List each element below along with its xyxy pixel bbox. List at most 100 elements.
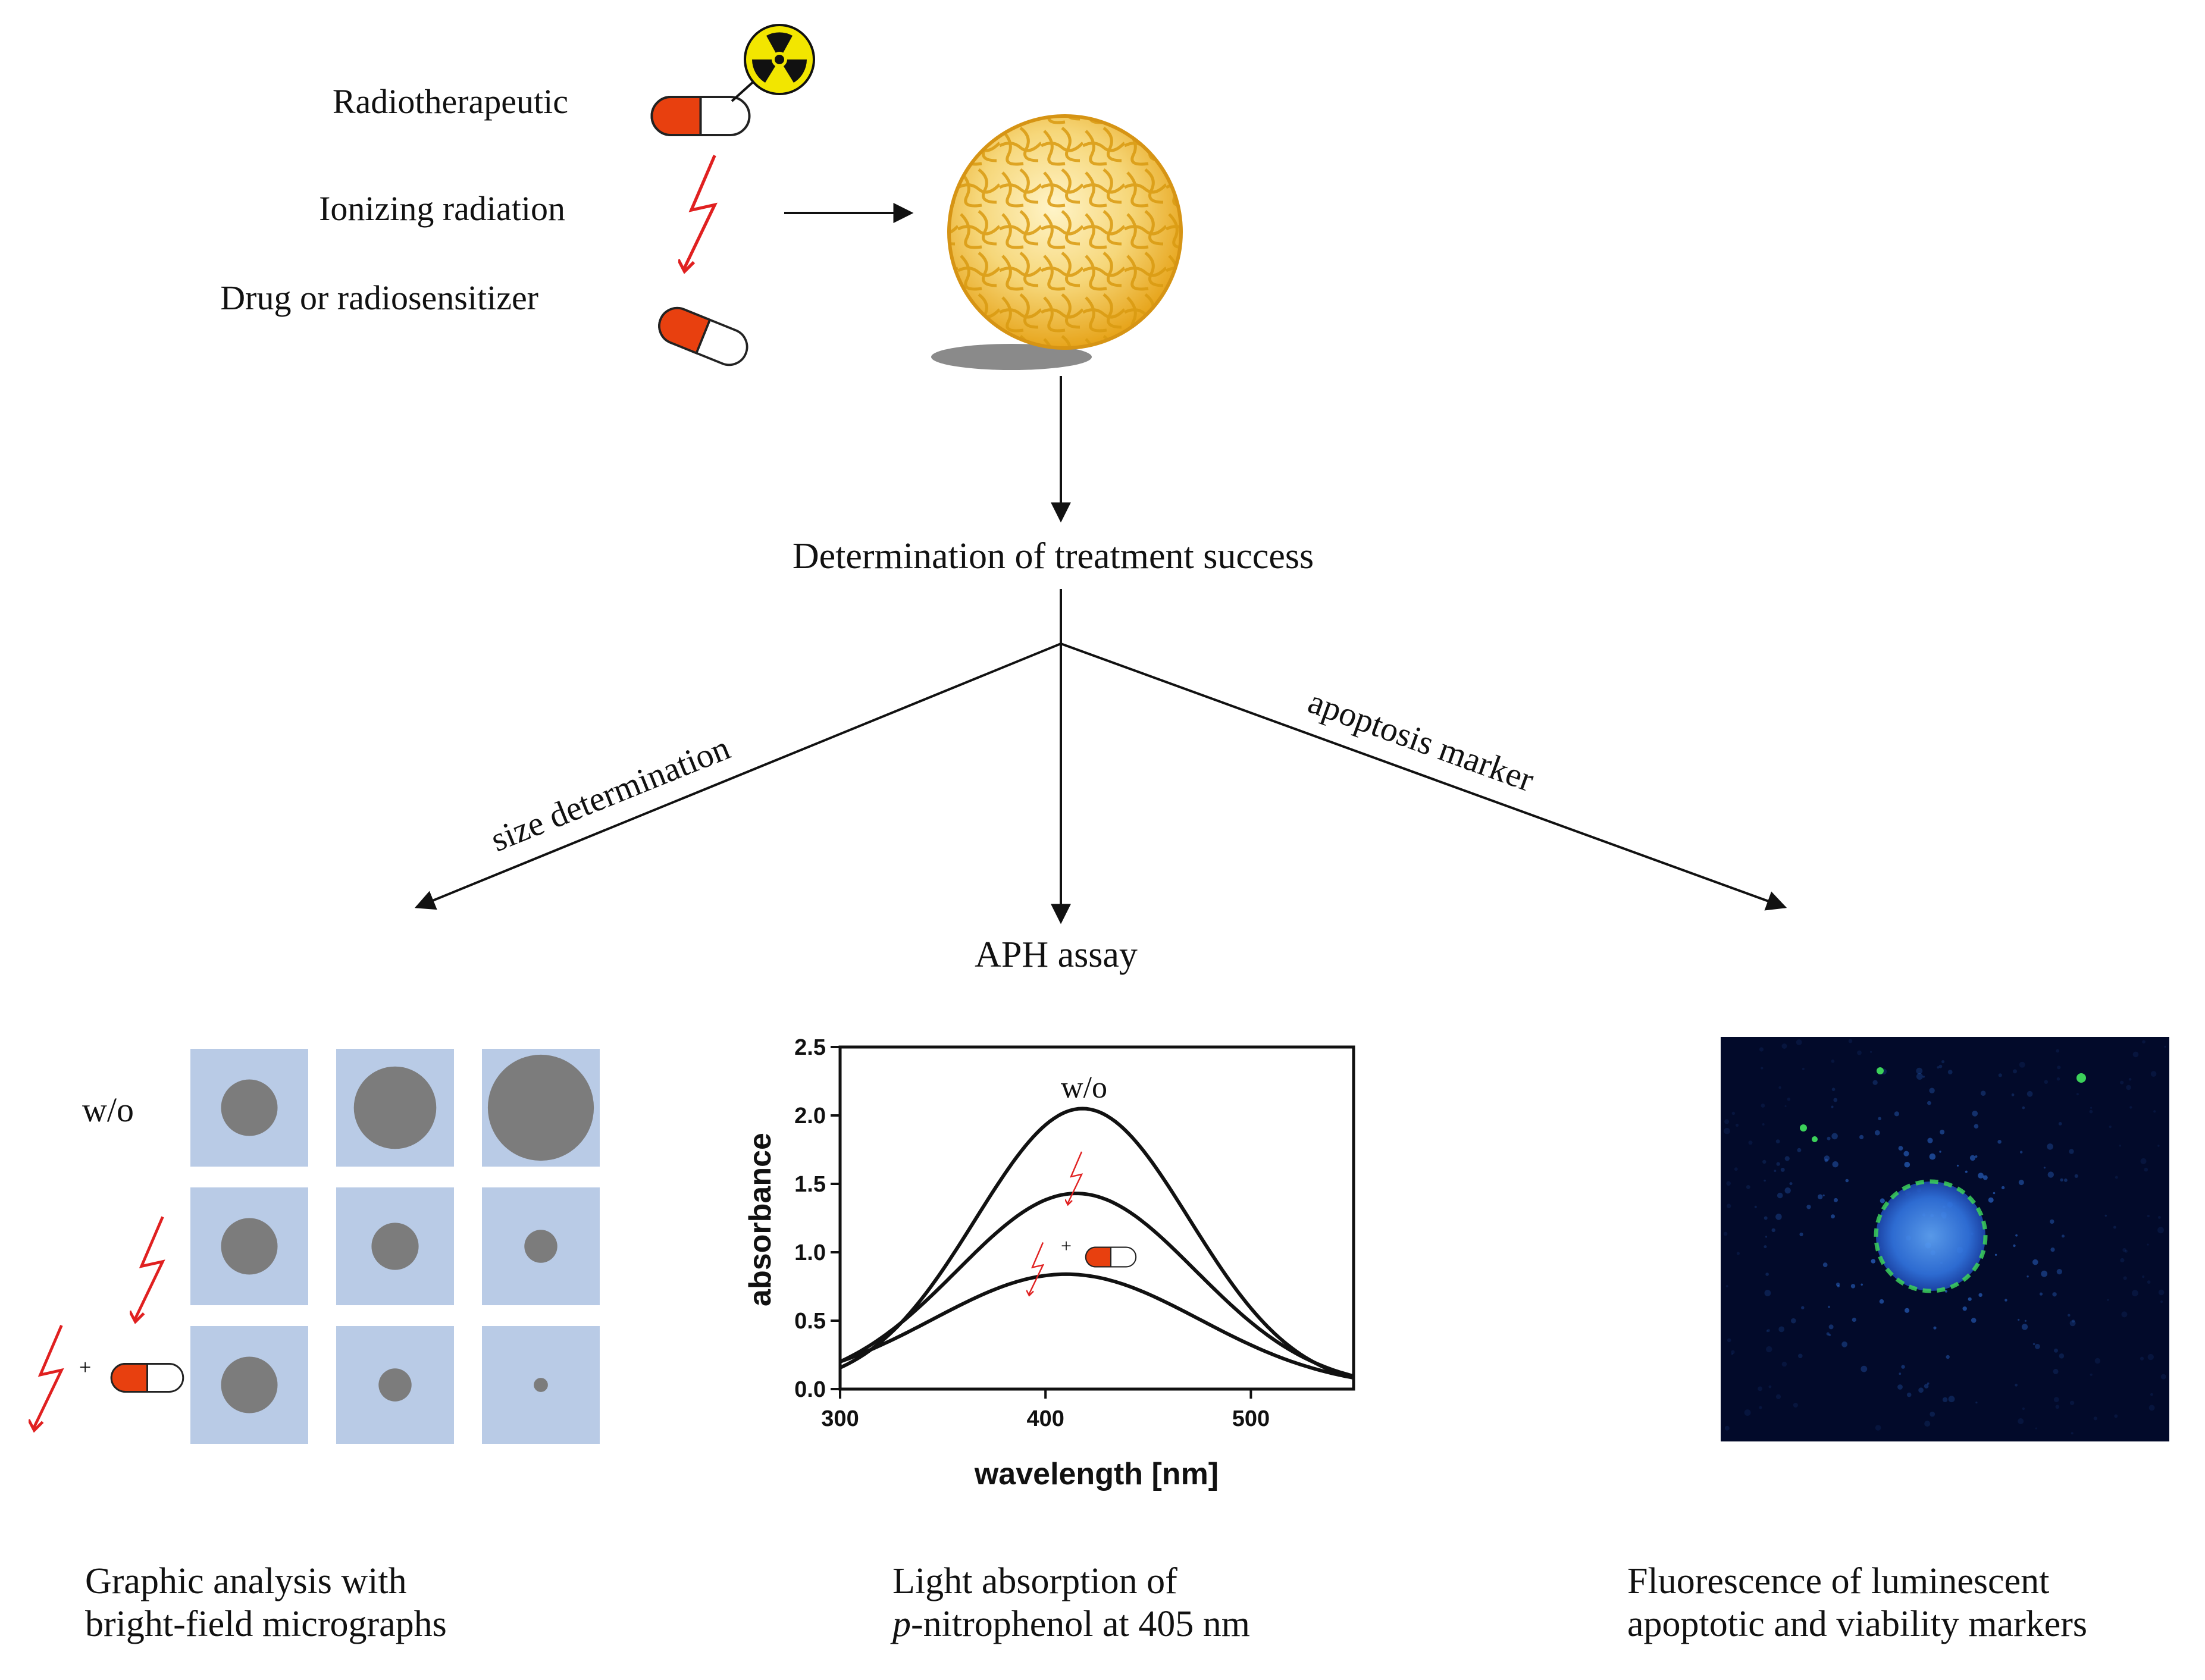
fluor-speck [2158,1216,2161,1219]
fluor-speck [1778,1086,1781,1089]
fluor-speck [2129,1106,2132,1109]
fluor-speck [1859,1134,1864,1139]
fluor-speck [2114,1414,2118,1418]
fluor-speck [2148,1405,2155,1411]
fluor-speck [1775,1214,1782,1220]
fluor-speck [2035,1427,2037,1430]
fluor-speck [1824,1155,1830,1161]
lightning-icon [678,155,715,271]
grid-row2-lightning-icon [130,1217,162,1322]
fluor-speck [1852,1317,1856,1322]
fluor-speck [1831,1214,1835,1219]
fluor-speck [2076,1093,2079,1096]
caption-middle-rest: -nitrophenol at 405 nm [911,1604,1250,1644]
y-tick-label: 0.5 [794,1309,826,1334]
caption-left: Graphic analysis with bright-field micro… [85,1561,447,1644]
fluor-speck [1834,1198,1838,1202]
fluor-speck [1744,1409,1751,1416]
branch-label-aph-assay: APH assay [975,935,1138,975]
fluor-speck [1975,1155,1978,1158]
fluor-speck [1777,1192,1783,1199]
absorbance-curve-2 [839,1192,1354,1378]
label-radiotherapeutic: Radiotherapeutic [333,82,568,121]
fluor-speck [1922,1076,1925,1078]
label-ionizing-radiation: Ionizing radiation [319,189,565,228]
fluor-speck [1791,1318,1796,1324]
fluor-speck [2115,1176,2118,1179]
fluor-speck [1956,1164,1959,1167]
fluor-speck [2022,1407,2025,1411]
fluor-speck [2056,1269,2062,1275]
fluor-speck [2027,1275,2029,1278]
fluor-speck [1850,1284,1856,1289]
grid-plus-sign: + [79,1355,91,1379]
fluor-speck [1827,1136,1831,1140]
fluor-speck [2047,1143,2053,1150]
fluor-speck [1918,1387,1924,1393]
fluor-speck [1759,1047,1764,1052]
fluor-speck [1775,1394,1781,1399]
fluor-speck [2109,1126,2112,1129]
fluor-speck [1904,1161,1910,1168]
grid-row3-capsule-icon [110,1362,184,1393]
fluor-speck [1927,1101,1931,1105]
fluor-speck [1797,1148,1802,1152]
fluor-speck [1901,1365,1905,1369]
curve-annotation-plus: + [1061,1235,1072,1256]
fluor-speck [1857,1050,1862,1055]
caption-middle-line1: Light absorption of [892,1561,1177,1601]
fluor-speck [2068,1314,2071,1317]
fluor-speck [2022,1106,2025,1109]
fluor-speck [1806,1205,1811,1209]
fluor-speck [2069,1400,2075,1405]
fluor-speck [1727,1338,1731,1343]
fluor-speck [2055,1405,2060,1409]
fluor-speck [1778,1326,1785,1333]
fluor-speck [2018,1418,2024,1424]
fluor-speck [2123,1276,2127,1280]
fluor-speck [2054,1348,2058,1353]
fluor-speck [1937,1066,1940,1069]
label-drug-radiosensitizer: Drug or radiosensitizer [220,278,538,317]
x-axis-label: wavelength [nm] [974,1457,1219,1491]
fluor-speck [1724,1119,1730,1124]
fluor-speck [1776,1162,1780,1166]
fluor-speck [1822,1262,1828,1268]
fluor-speck [2120,1080,2124,1085]
fluor-speck [1831,1105,1834,1108]
fluor-speck [2104,1214,2107,1217]
fluor-speck [1894,1111,1899,1117]
drug-capsule-icon [653,301,754,372]
fluor-speck [2018,1180,2024,1186]
fluor-speck [1781,1043,1787,1049]
fluor-speck [2113,1225,2116,1229]
fluor-speck [2126,1085,2131,1090]
fluor-speck [1831,1133,1838,1140]
fluor-speck [2019,1061,2025,1068]
fluor-speck [2027,1090,2033,1097]
fluor-speck [1832,1161,1838,1168]
fluor-speck [2071,1432,2074,1435]
grid-row-label-wo: w/o [82,1090,134,1129]
fluor-speck [1836,1282,1840,1287]
fluor-speck [1827,1305,1831,1308]
fluor-speck [1818,1194,1823,1199]
fluor-speck [1799,1232,1803,1237]
fluor-speck [1789,1182,1793,1186]
fluor-speck [1978,1293,1982,1297]
fluor-speck [1944,1290,1947,1293]
fluor-speck [2021,1324,2028,1330]
fluor-speck [1933,1326,1937,1330]
spheroid-illustration [931,114,1183,370]
fluor-speck [2140,1356,2144,1361]
caption-middle-line2: p-nitrophenol at 405 nm [890,1604,1250,1644]
fluor-speck [1796,1039,1802,1045]
fluor-speck [1941,1060,1945,1064]
fluor-speck [2142,1040,2146,1043]
spheroid-blob [524,1230,557,1263]
fluor-speck [1929,1087,1935,1093]
fluor-speck [2140,1158,2147,1164]
fluor-speck [2121,1311,2128,1318]
fluor-speck [2090,1373,2093,1376]
fluor-speck [1758,1386,1763,1391]
